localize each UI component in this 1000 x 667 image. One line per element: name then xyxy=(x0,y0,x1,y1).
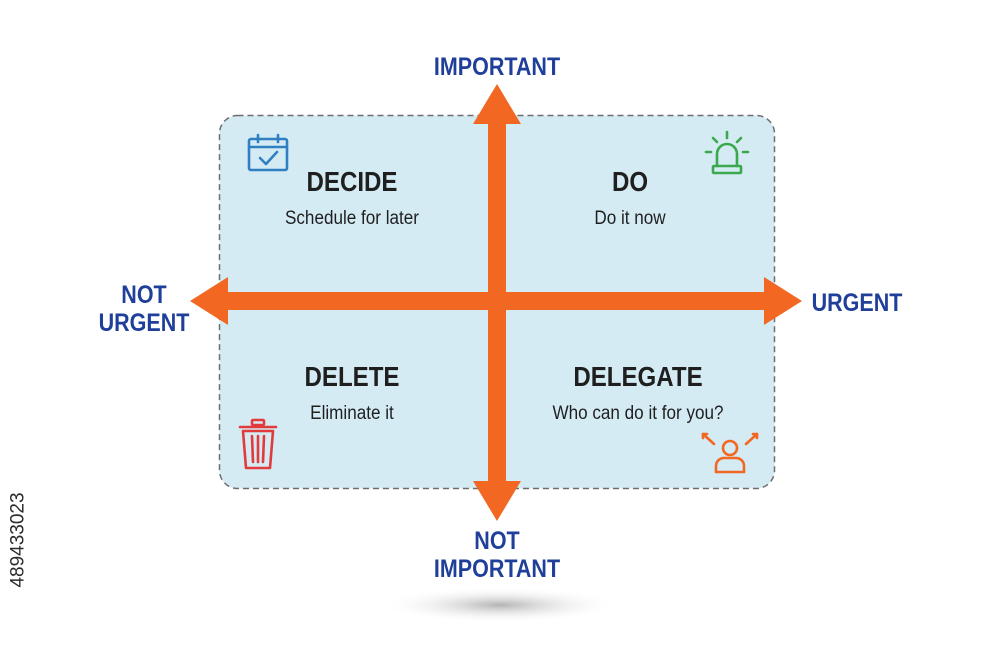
quadrant-decide-subtitle: Schedule for later xyxy=(284,208,420,229)
top-arrowhead xyxy=(473,84,521,124)
quadrant-do-subtitle: Do it now xyxy=(594,208,666,229)
trash-icon xyxy=(238,418,278,470)
axis-label-not-important: NOT IMPORTANT xyxy=(411,527,583,583)
stock-id-vertical: 489433023 xyxy=(6,420,32,660)
axis-label-important: IMPORTANT xyxy=(433,53,561,81)
quadrant-delegate-title: DELEGATE xyxy=(573,361,703,392)
axis-label-not-urgent: NOT URGENT xyxy=(92,281,195,337)
right-arrowhead xyxy=(764,277,802,325)
left-arrowhead xyxy=(190,277,228,325)
axis-label-not-important-line1: NOT xyxy=(474,527,520,555)
quadrant-delegate-subtitle: Who can do it for you? xyxy=(552,403,724,424)
ground-shadow xyxy=(380,587,620,623)
axis-label-urgent: URGENT xyxy=(811,289,903,317)
quadrant-do-title: DO xyxy=(611,166,649,197)
quadrant-delete-subtitle: Eliminate it xyxy=(310,403,394,424)
axis-label-not-urgent-line2: URGENT xyxy=(98,309,190,337)
quadrant-decide-title: DECIDE xyxy=(306,166,398,197)
delegate-person-icon xyxy=(701,432,759,474)
vertical-axis-shaft xyxy=(488,116,506,488)
axis-label-not-important-line2: IMPORTANT xyxy=(433,555,561,583)
quadrant-delete-title: DELETE xyxy=(304,361,400,392)
calendar-check-icon xyxy=(247,133,289,172)
alarm-siren-icon xyxy=(704,130,750,175)
bottom-arrowhead xyxy=(473,481,521,521)
axis-label-not-urgent-line1: NOT xyxy=(121,281,167,309)
stock-id-text: 489433023 xyxy=(8,492,30,588)
